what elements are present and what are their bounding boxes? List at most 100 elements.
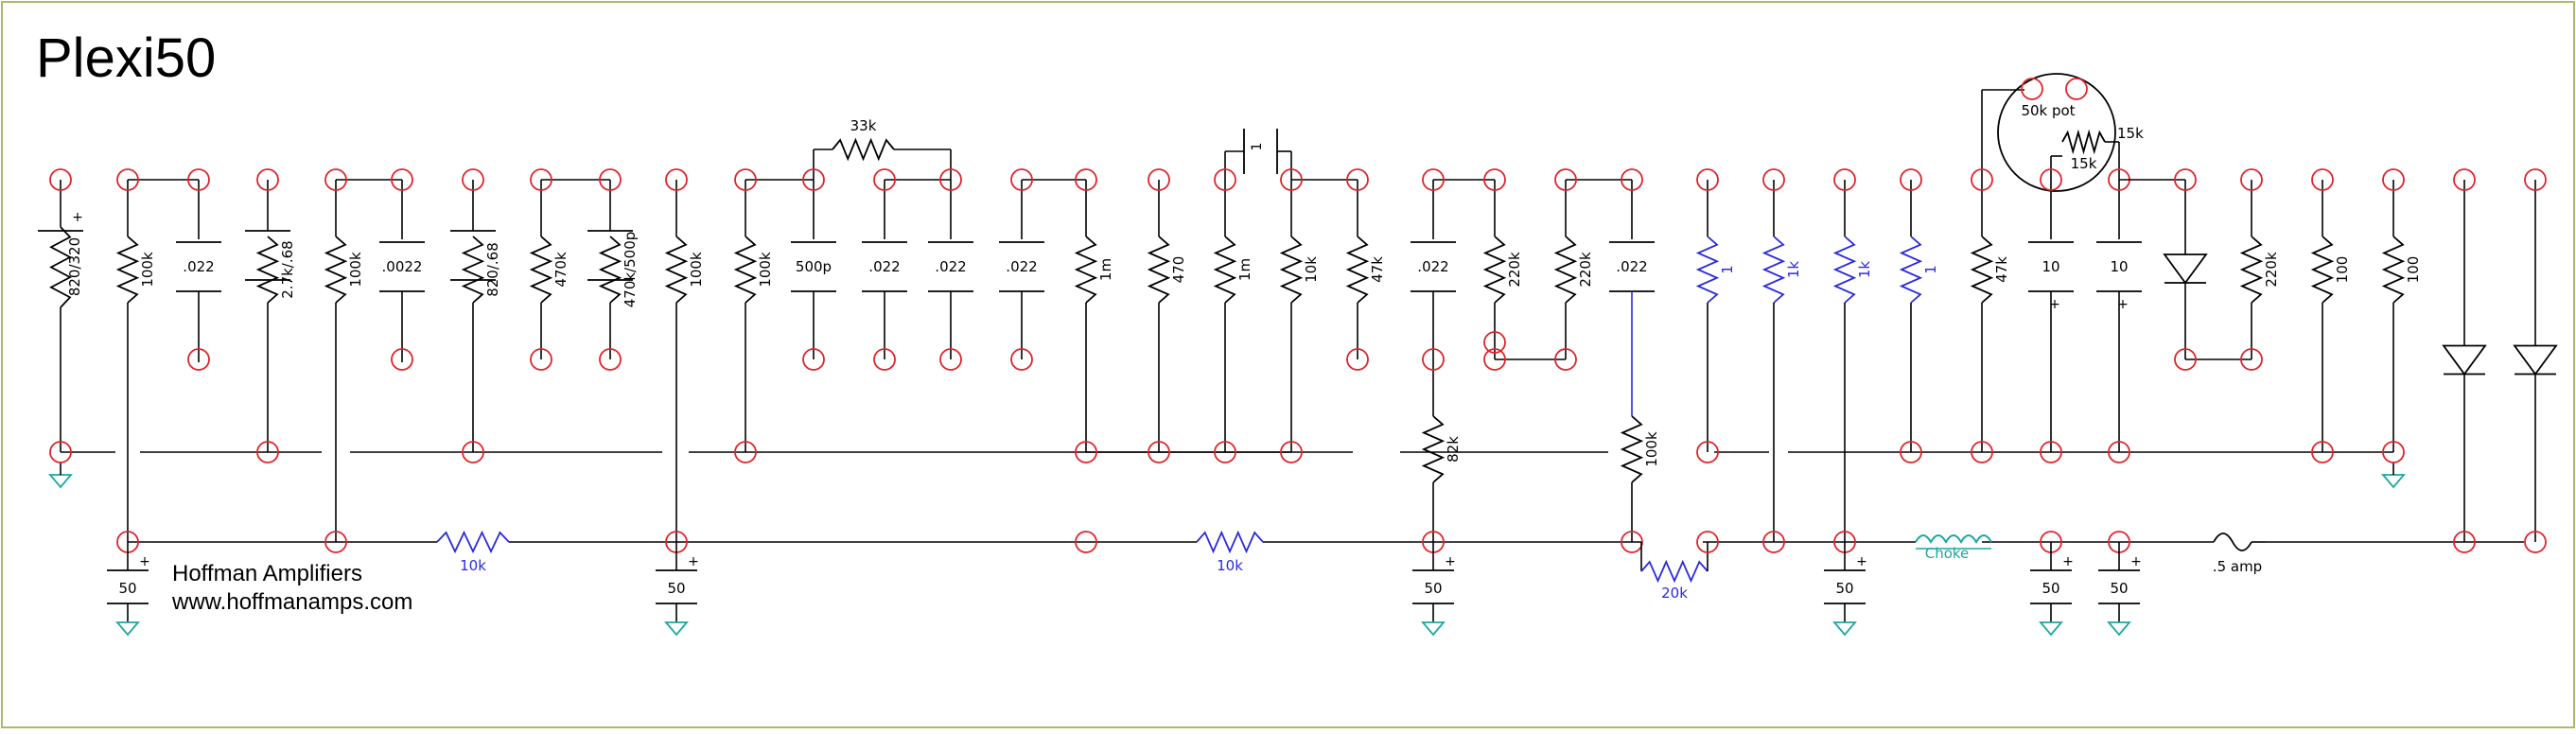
solder-pad — [1900, 168, 1922, 191]
resistor-value: 470 — [1170, 256, 1187, 284]
pot-body — [1997, 73, 2116, 192]
ground-symbol — [115, 621, 140, 637]
solder-pad — [2524, 531, 2547, 553]
resistor-symbol — [733, 236, 758, 304]
polarity-mark: + — [2062, 554, 2074, 569]
solder-pad — [1971, 168, 1993, 191]
resistor-value: 1k — [1856, 261, 1873, 279]
fuse-symbol — [2213, 533, 2252, 551]
resistor-symbol — [2381, 236, 2406, 304]
resistor-value: 2.7k/.68 — [279, 240, 296, 298]
solder-pad — [1346, 348, 1369, 371]
solder-pad — [1075, 531, 1097, 553]
solder-pad — [1075, 441, 1097, 463]
resistor-symbol — [1421, 415, 1446, 483]
capacitor-value: 50 — [2110, 580, 2128, 597]
solder-pad — [2040, 441, 2062, 463]
solder-pad — [2453, 531, 2476, 553]
solder-pad — [2174, 348, 2197, 371]
resistor-symbol — [529, 236, 553, 304]
resistor-value: 33k — [850, 117, 877, 134]
polarity-mark: + — [72, 210, 83, 225]
resistor-value: 1 — [1922, 265, 1939, 274]
polarity-mark: + — [1856, 554, 1867, 569]
solder-pad — [939, 168, 962, 191]
capacitor-value: .022 — [1006, 258, 1037, 275]
solder-pad — [1696, 168, 1719, 191]
polarity-mark: + — [2117, 297, 2129, 312]
component-label: 820/320 — [66, 237, 83, 296]
resistor-value: 10k — [460, 557, 486, 574]
capacitor-value: 50 — [118, 580, 136, 597]
resistor-symbol — [1899, 236, 1923, 304]
solder-pad — [802, 168, 825, 191]
solder-pad — [1422, 168, 1445, 191]
capacitor-value: .022 — [1616, 258, 1647, 275]
polarity-mark: + — [2049, 297, 2060, 312]
solder-pad — [2174, 168, 2197, 191]
resistor-value: 100k — [688, 252, 705, 288]
solder-pad — [734, 441, 757, 463]
capacitor-value: 500p — [796, 258, 832, 275]
resistor-value: 1 — [1719, 265, 1736, 274]
solder-pad — [1346, 168, 1369, 191]
choke-symbol — [1915, 534, 1992, 545]
resistor-value: 100 — [2405, 256, 2422, 284]
resistor-symbol — [1970, 236, 1994, 304]
solder-pad — [187, 348, 210, 371]
solder-pad — [1148, 168, 1170, 191]
resistor-value: 100k — [139, 252, 156, 288]
solder-pad — [1762, 168, 1785, 191]
ground-symbol — [1421, 621, 1446, 637]
resistor-value: 100k — [757, 252, 774, 288]
resistor-symbol — [324, 236, 348, 304]
solder-pad — [2108, 441, 2130, 463]
solder-pad — [2021, 78, 2043, 100]
solder-pad — [2382, 441, 2405, 463]
resistor-symbol — [2061, 129, 2106, 155]
solder-pad — [1554, 348, 1577, 371]
solder-pad — [734, 168, 757, 191]
solder-pad — [256, 168, 279, 191]
polarity-mark: + — [2130, 554, 2142, 569]
solder-pad — [1483, 331, 1506, 354]
diode-symbol — [2513, 344, 2558, 376]
solder-pad — [1075, 168, 1097, 191]
solder-pad — [1010, 168, 1033, 191]
ground-symbol — [2381, 474, 2406, 489]
resistor-symbol — [255, 236, 280, 304]
solder-pad — [1214, 168, 1236, 191]
solder-pad — [599, 348, 622, 371]
resistor-value: 100k — [1643, 431, 1660, 467]
resistor-symbol — [1482, 236, 1507, 304]
solder-pad — [1010, 348, 1033, 371]
solder-pad — [530, 168, 552, 191]
credit-block: Hoffman Amplifiers www.hoffmanamps.com — [172, 560, 412, 617]
solder-pad — [1696, 531, 1719, 553]
resistor-value: 220k — [1506, 252, 1523, 288]
resistor-value: 470k — [552, 252, 570, 288]
solder-pad — [1762, 531, 1785, 553]
ground-symbol — [2039, 621, 2063, 637]
solder-pad — [1900, 441, 1922, 463]
resistor-value: 20k — [1661, 585, 1688, 602]
capacitor-value: 50 — [2042, 580, 2059, 597]
resistor-value: 47k — [1993, 256, 2010, 283]
resistor-value: 220k — [2263, 252, 2280, 288]
resistor-symbol — [2310, 236, 2335, 304]
capacitor-value: .022 — [868, 258, 900, 275]
resistor-symbol — [1761, 236, 1786, 304]
ground-symbol — [1832, 621, 1857, 637]
capacitor-value: 50 — [667, 580, 685, 597]
resistor-symbol — [2239, 236, 2264, 304]
resistor-symbol — [1553, 236, 1578, 304]
resistor-symbol — [1640, 559, 1709, 584]
solder-pad — [802, 348, 825, 371]
company-name: Hoffman Amplifiers — [172, 561, 362, 586]
solder-pad — [530, 348, 552, 371]
polarity-mark: + — [1445, 554, 1456, 569]
solder-pad — [1483, 348, 1506, 371]
resistor-symbol — [1345, 236, 1370, 304]
solder-pad — [1696, 441, 1719, 463]
capacitor-value: .022 — [1417, 258, 1448, 275]
